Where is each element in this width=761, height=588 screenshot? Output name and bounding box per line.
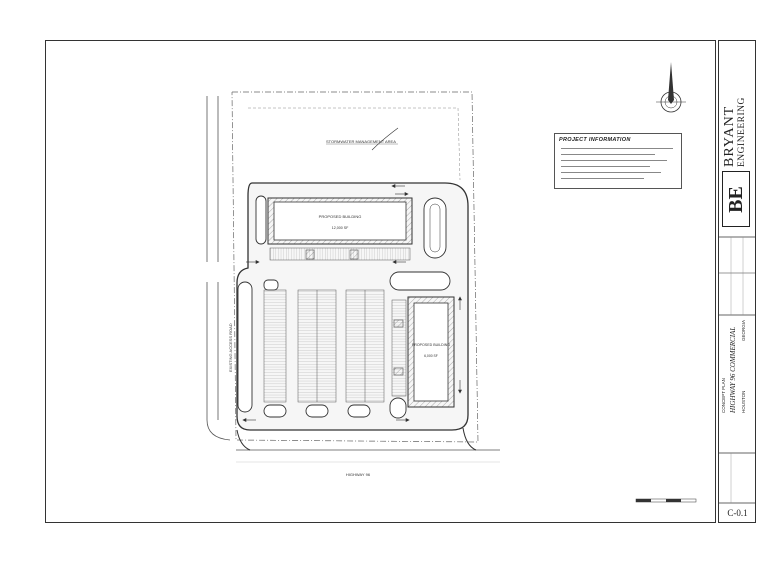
property-boundary bbox=[231, 91, 479, 443]
firm-logo: BE bbox=[722, 171, 750, 227]
building-1-area: 12,000 SF bbox=[332, 226, 349, 230]
title-block-lines bbox=[719, 236, 755, 504]
svg-text:STORMWATER MANAGEMENT AREA: STORMWATER MANAGEMENT AREA bbox=[326, 139, 396, 144]
title-block: BE BRYANT ENGINEERING CONCEPT PLAN HIGHW… bbox=[718, 40, 756, 523]
landscape-islands bbox=[237, 195, 451, 419]
firm-name-1: BRYANT bbox=[722, 105, 737, 167]
highway bbox=[236, 449, 500, 463]
building-2-label: PROPOSED BUILDING bbox=[412, 343, 451, 347]
building-2-area: 6,000 SF bbox=[424, 354, 438, 358]
existing-road-label: EXISTING ACCESS ROAD bbox=[228, 323, 233, 372]
scale-bar bbox=[635, 498, 697, 503]
proposed-building-2: PROPOSED BUILDING 6,000 SF bbox=[407, 296, 455, 408]
state: GEORGIA bbox=[741, 319, 746, 341]
sheet-number: C-0.1 bbox=[727, 508, 748, 518]
existing-access-road bbox=[206, 96, 231, 441]
drawing-sheet bbox=[45, 40, 716, 523]
north-arrow bbox=[656, 62, 686, 113]
firm-name-2: ENGINEERING bbox=[737, 97, 747, 167]
building-1-label: PROPOSED BUILDING bbox=[319, 214, 362, 219]
accessible-stalls bbox=[305, 249, 404, 376]
traffic-arrows bbox=[242, 184, 462, 422]
proposed-building-1: PROPOSED BUILDING 12,000 SF bbox=[267, 197, 413, 245]
sheet-title: CONCEPT PLAN bbox=[721, 378, 726, 413]
parking-rows bbox=[263, 247, 411, 403]
location: HOUSTON bbox=[741, 390, 746, 413]
highway-label: HIGHWAY 96 bbox=[346, 472, 371, 477]
stormwater-area: STORMWATER MANAGEMENT AREA bbox=[326, 127, 399, 151]
project-name: HIGHWAY 96 COMMERCIAL bbox=[729, 326, 737, 413]
project-information-heading: PROJECT INFORMATION bbox=[559, 137, 631, 143]
logo-text: BE bbox=[724, 185, 747, 213]
project-information-box: PROJECT INFORMATION bbox=[554, 133, 682, 189]
